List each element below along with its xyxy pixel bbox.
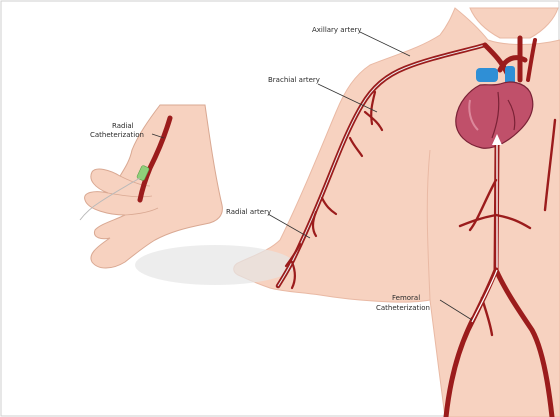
label-axillary-artery: Axillary artery bbox=[312, 26, 362, 34]
label-brachial-artery: Brachial artery bbox=[268, 76, 320, 84]
label-radial-catheterization-line2: Catheterization bbox=[90, 131, 144, 139]
hand-shadow bbox=[135, 245, 295, 285]
label-femoral-catheterization-line2: Catheterization bbox=[376, 304, 430, 312]
label-radial-artery: Radial artery bbox=[226, 208, 271, 216]
label-femoral-catheterization-line1: Femoral bbox=[392, 294, 420, 302]
label-radial-catheterization-line1: Radial bbox=[112, 122, 134, 130]
